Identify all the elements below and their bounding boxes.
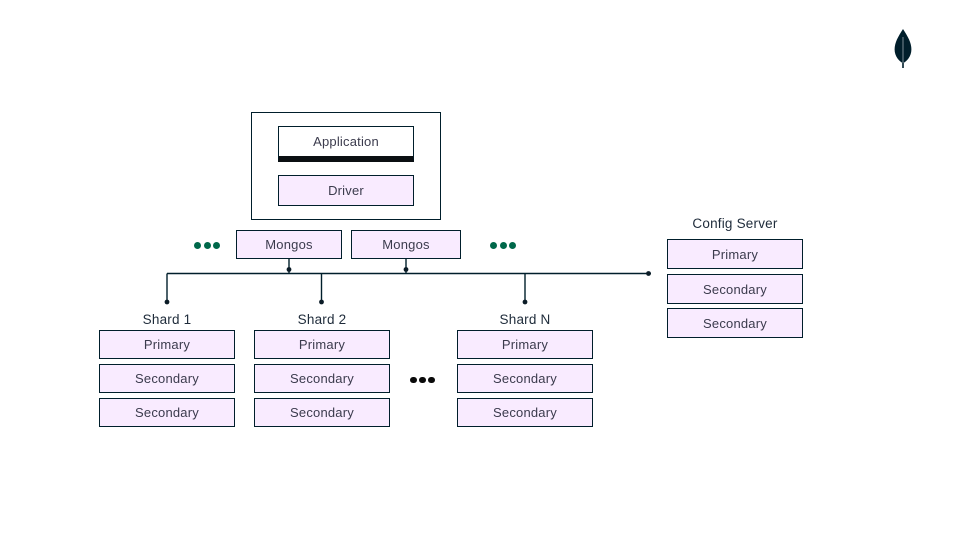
config-server-title: Config Server bbox=[692, 216, 778, 231]
shard-n-secondary-node: Secondary bbox=[457, 364, 593, 393]
shard-1-secondary-node: Secondary bbox=[99, 398, 235, 427]
more-mongos-right-ellipsis-icon bbox=[489, 242, 518, 249]
mongos-node-1: Mongos bbox=[236, 230, 342, 259]
shard-2-primary-node: Primary bbox=[254, 330, 390, 359]
mongos-node-2: Mongos bbox=[351, 230, 461, 259]
shard-2-secondary-node: Secondary bbox=[254, 364, 390, 393]
shard-n-primary-node: Primary bbox=[457, 330, 593, 359]
driver-node: Driver bbox=[278, 175, 414, 206]
shard-n-title: Shard N bbox=[499, 312, 551, 327]
shard-2-secondary-node: Secondary bbox=[254, 398, 390, 427]
config-primary-node: Primary bbox=[667, 239, 803, 269]
shard-1-title: Shard 1 bbox=[142, 312, 192, 327]
mongodb-leaf-icon bbox=[893, 28, 913, 68]
more-shards-ellipsis-icon bbox=[409, 376, 436, 383]
more-mongos-left-ellipsis-icon bbox=[193, 241, 222, 249]
config-secondary-node: Secondary bbox=[667, 308, 803, 338]
shard-1-secondary-node: Secondary bbox=[99, 364, 235, 393]
config-secondary-node: Secondary bbox=[667, 274, 803, 304]
shard-1-primary-node: Primary bbox=[99, 330, 235, 359]
shard-2-title: Shard 2 bbox=[297, 312, 347, 327]
shard-n-secondary-node: Secondary bbox=[457, 398, 593, 427]
application-node: Application bbox=[278, 126, 414, 162]
